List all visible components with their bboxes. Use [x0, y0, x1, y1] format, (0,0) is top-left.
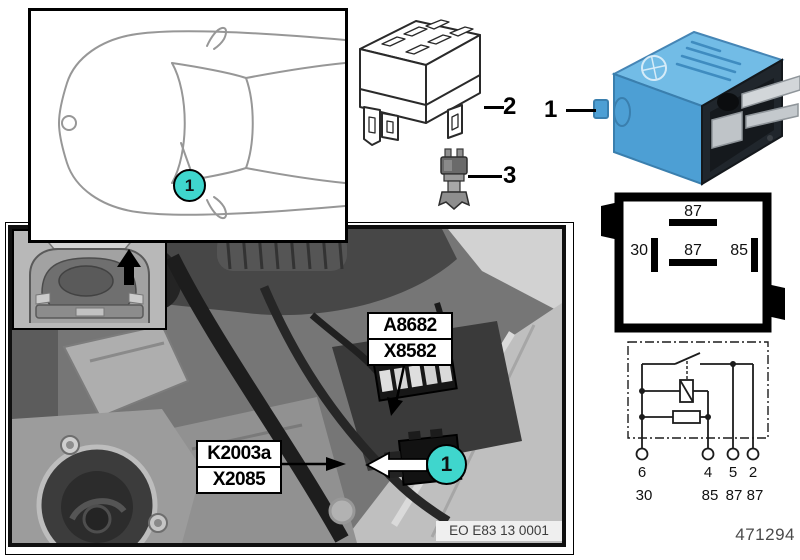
label-a8682: A8682 X8582	[367, 312, 453, 366]
leader-line-2	[484, 106, 504, 109]
bmw-roundel-icon	[641, 55, 667, 81]
relay-circuit-schematic: 6 4 5 2 30 85 87 87	[627, 341, 769, 504]
label-a8682-line1: A8682	[369, 314, 451, 340]
pinout-label-87-mid: 87	[684, 242, 702, 259]
relay-pin-blade	[741, 75, 800, 110]
relay-photo	[593, 30, 800, 186]
switch-blade	[674, 352, 701, 365]
relay-pinout-diagram: 87 30 87 85	[601, 192, 785, 333]
location-up-arrow-icon	[117, 249, 141, 285]
arrow-from-k-label	[277, 457, 346, 471]
terminal-2: 2	[749, 464, 757, 481]
connector-pin-drawing	[437, 148, 471, 210]
callout-1[interactable]: 1	[544, 96, 558, 123]
callout-2[interactable]: 2	[503, 93, 517, 120]
car-front-drawing	[14, 231, 165, 328]
function-87a: 87	[726, 487, 743, 504]
terminal-4: 4	[704, 464, 712, 481]
callout-3[interactable]: 3	[503, 162, 517, 189]
leader-line-1	[566, 109, 596, 112]
car-callout-label: 1	[184, 175, 195, 195]
relay-socket-drawing	[359, 19, 481, 146]
photo-caption: EO E83 13 0001	[436, 521, 562, 541]
function-87b: 87	[747, 487, 764, 504]
arrow-to-connector	[387, 365, 406, 416]
terminal-5: 5	[729, 464, 737, 481]
diagram-number: 471294	[735, 525, 795, 544]
resistor-symbol	[672, 410, 701, 424]
pinout-label-85: 85	[730, 242, 748, 259]
leader-line-3	[468, 175, 502, 178]
label-k2003a-line2: X2085	[212, 469, 266, 490]
label-k2003a: K2003a X2085	[196, 440, 282, 494]
photo-callout-1[interactable]: 1	[426, 444, 467, 485]
engine-bay-photo: A8682 X8582 K2003a X2085 1 EO E83 13 000…	[5, 222, 574, 555]
photo-frame: A8682 X8582 K2003a X2085 1 EO E83 13 000…	[8, 225, 566, 547]
pinout-label-87-top: 87	[684, 203, 702, 220]
relay-engraving	[675, 40, 742, 82]
car-callout-1[interactable]: 1	[173, 169, 206, 202]
label-k2003a-line1: K2003a	[198, 442, 280, 468]
terminal-6: 6	[638, 464, 646, 481]
function-85: 85	[702, 487, 719, 504]
pinout-label-30: 30	[630, 242, 648, 259]
photo-callout-label: 1	[440, 452, 453, 476]
label-a8682-line2: X8582	[383, 341, 437, 362]
car-location-panel: 1	[28, 8, 348, 243]
function-30: 30	[636, 487, 653, 504]
car-top-view-drawing	[58, 26, 346, 220]
